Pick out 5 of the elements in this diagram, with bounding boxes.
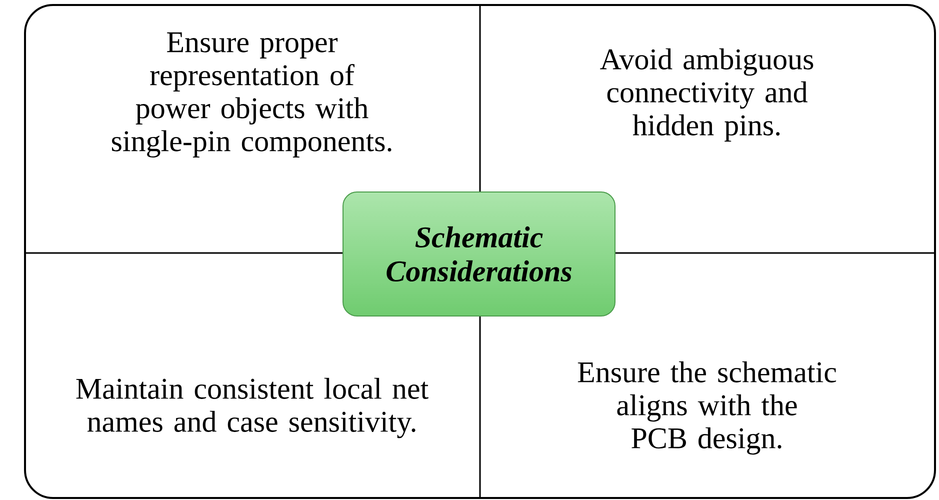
quadrant-text: Ensure proper representation of power objects with single-pin components. bbox=[112, 32, 392, 158]
quadrant-text: Maintain consistent local net names and case sensitivity. bbox=[76, 378, 428, 438]
quadrant-text: Ensure the schematic aligns with the PCB design. bbox=[578, 361, 836, 455]
quadrant-text: Avoid ambiguous connectivity and hidden pins. bbox=[600, 48, 814, 142]
center-box: Schematic Considerations bbox=[342, 192, 616, 316]
